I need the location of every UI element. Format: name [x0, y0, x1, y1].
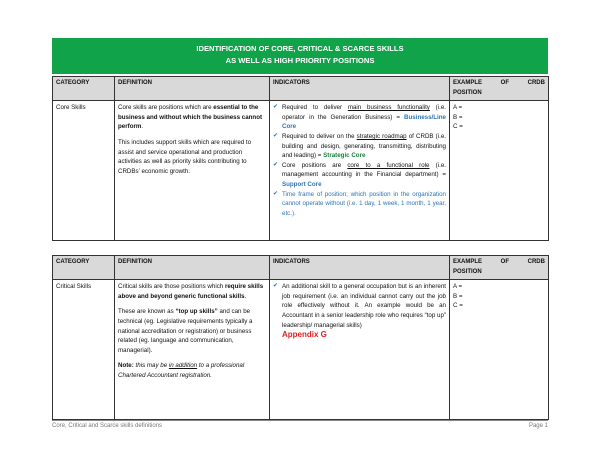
page-number: Page 1: [528, 423, 548, 429]
indicator-underlined: strategic roadmap: [356, 132, 407, 140]
header-of-word: OF: [500, 259, 509, 265]
indicator-text: Required to deliver: [282, 104, 348, 112]
indicator-item: ✔An additional skill to a general occupa…: [273, 282, 446, 330]
header-indicators: INDICATORS: [269, 254, 450, 281]
table-header-row: CATEGORY DEFINITION INDICATORS EXAMPLE O…: [52, 75, 549, 102]
table-row: Critical Skills Critical skills are thos…: [52, 279, 549, 421]
title-line-1: IDENTIFICATION OF CORE, CRITICAL & SCARC…: [196, 44, 404, 53]
footer-divider: [52, 420, 548, 421]
example-cell: A = B = C =: [449, 279, 549, 421]
indicator-text: of CRDB (i.e. building and design, gener…: [282, 132, 446, 160]
header-of-word: OF: [500, 80, 509, 86]
checkmark-icon: ✔: [273, 161, 279, 168]
table-row: Core Skills Core skills are positions wh…: [52, 100, 549, 242]
definition-punct: .: [141, 123, 144, 131]
example-c: C =: [453, 302, 463, 310]
definition-note: Note: this may be in addition to a profe…: [118, 361, 266, 380]
footer-title: Core, Critical and Scarce skills definit…: [52, 423, 163, 429]
header-indicators: INDICATORS: [269, 75, 450, 102]
indicator-core-type: Strategic Core: [323, 152, 366, 160]
checkmark-icon: ✔: [273, 190, 279, 197]
header-definition: DEFINITION: [114, 254, 270, 281]
indicator-text: Time frame of position; which position i…: [282, 190, 446, 217]
example-cell: A = B = C =: [449, 100, 549, 242]
indicators-cell: ✔Required to deliver main business funct…: [269, 100, 450, 242]
indicator-text: Required to deliver on the: [282, 132, 357, 140]
definition-punct: .: [244, 292, 247, 300]
header-crdb-word: CRDB: [527, 80, 545, 86]
indicator-underlined: main business functionality: [347, 104, 430, 112]
definition-cell: Core skills are positions which are esse…: [114, 100, 270, 242]
example-c: C =: [453, 123, 463, 131]
header-position-word: POSITION: [453, 89, 482, 96]
title-banner: IDENTIFICATION OF CORE, CRITICAL & SCARC…: [52, 38, 548, 74]
definition-emphasis: require skills above and beyond generic …: [118, 283, 264, 300]
indicator-core-type: Business/Line Core: [282, 113, 446, 131]
example-b: B =: [453, 292, 463, 300]
definition-text: Critical skills are those positions whic…: [118, 283, 225, 291]
definition-emphasis: “top up skills”: [175, 308, 218, 316]
category-cell: Core Skills: [52, 100, 115, 242]
indicators-cell: ✔An additional skill to a general occupa…: [269, 279, 450, 421]
indicator-item: ✔Required to deliver main business funct…: [273, 103, 446, 132]
definition-text: Core skills are positions which are: [118, 104, 214, 112]
checkmark-icon: ✔: [273, 132, 279, 139]
note-label: Note:: [118, 362, 134, 370]
definition-text: and can be technical (eg. Legislative re…: [118, 308, 253, 354]
header-category: CATEGORY: [52, 75, 115, 102]
critical-skills-table: CATEGORY DEFINITION INDICATORS EXAMPLE O…: [52, 254, 549, 421]
note-text: this may be: [133, 362, 169, 370]
example-b: B =: [453, 113, 463, 121]
example-a: A =: [453, 104, 463, 112]
header-position-word: POSITION: [453, 268, 482, 275]
indicator-core-type: Support Core: [282, 180, 322, 188]
appendix-link[interactable]: Appendix G: [282, 330, 327, 340]
indicator-item: ✔Time frame of position; which position …: [273, 190, 446, 219]
header-definition: DEFINITION: [114, 75, 270, 102]
note-underlined: in addition: [168, 362, 198, 370]
header-crdb-word: CRDB: [527, 259, 545, 265]
definition-text: These are known as: [118, 308, 176, 316]
indicator-text: (i.e. operator in the Generation Busines…: [282, 104, 446, 121]
header-example-word: EXAMPLE: [453, 259, 483, 265]
indicator-underlined: core to a functional role: [347, 161, 430, 169]
indicator-text: An additional skill to a general occupat…: [282, 283, 446, 329]
header-example-word: EXAMPLE: [453, 80, 483, 86]
category-cell: Critical Skills: [52, 279, 115, 421]
header-example: EXAMPLE OF CRDB POSITION: [449, 75, 549, 102]
example-a: A =: [453, 283, 463, 291]
indicator-text: Core positions are: [282, 161, 348, 169]
table-header-row: CATEGORY DEFINITION INDICATORS EXAMPLE O…: [52, 254, 549, 281]
checkmark-icon: ✔: [273, 104, 279, 111]
header-example: EXAMPLE OF CRDB POSITION: [449, 254, 549, 281]
definition-emphasis: essential to the business and without wh…: [118, 104, 263, 131]
definition-paragraph: Core skills are positions which are esse…: [118, 103, 266, 132]
definition-paragraph-2: This includes support skills which are r…: [118, 138, 252, 175]
core-skills-table: CATEGORY DEFINITION INDICATORS EXAMPLE O…: [52, 75, 549, 242]
definition-cell: Critical skills are those positions whic…: [114, 279, 270, 421]
indicator-item: ✔Required to deliver on the strategic ro…: [273, 132, 446, 161]
title-line-2: AS WELL AS HIGH PRIORITY POSITIONS: [225, 56, 375, 65]
definition-paragraph: Critical skills are those positions whic…: [118, 282, 266, 301]
definition-paragraph-2: These are known as “top up skills” and c…: [118, 307, 266, 355]
checkmark-icon: ✔: [273, 283, 279, 290]
note-text: to a professional Chartered Accountant r…: [118, 362, 245, 379]
indicator-text: (i.e. management accounting in the Finan…: [282, 161, 446, 179]
header-category: CATEGORY: [52, 254, 115, 281]
indicator-item: ✔Core positions are core to a functional…: [273, 161, 446, 190]
